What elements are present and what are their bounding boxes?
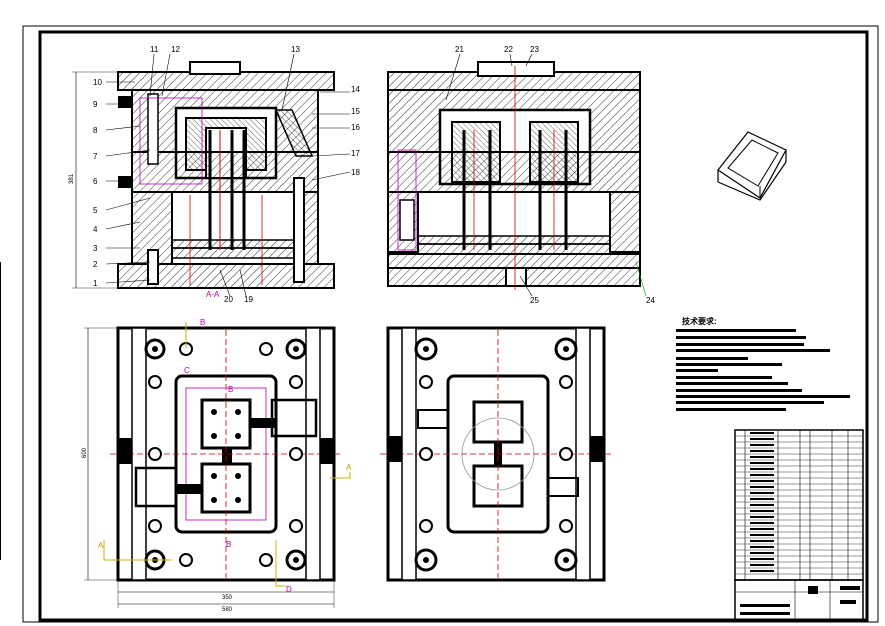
part-label-3: 3 [93, 244, 98, 253]
parts-list-row-mark [750, 498, 774, 500]
section-label-aa: A-A [206, 290, 220, 299]
part-label-15: 15 [351, 107, 360, 116]
parts-list-row-mark [750, 468, 774, 470]
part-label-10: 10 [93, 78, 102, 87]
plan-view-fixed-half [380, 326, 612, 582]
part-label-22: 22 [504, 45, 513, 54]
part-label-1: 1 [93, 279, 98, 288]
part-label-7: 7 [93, 152, 98, 161]
plan-view-moving-half: 600 350 580 A A B B B C D [82, 318, 352, 613]
front-view-part-labels: 10 9 8 7 6 5 4 3 2 1 11 12 13 14 15 16 1… [93, 45, 360, 304]
product-isometric-sketch [717, 131, 787, 201]
sheet-inner-border [38, 30, 869, 622]
technical-requirements-title: 技术要求: [682, 316, 717, 326]
part-label-18: 18 [351, 168, 360, 177]
part-label-16: 16 [351, 123, 360, 132]
part-label-23: 23 [530, 45, 539, 54]
section-marker-b-mid: B [228, 385, 233, 394]
parts-list-row-mark [750, 438, 774, 440]
parts-list-row-mark [750, 504, 774, 506]
section-marker-c: C [184, 366, 190, 375]
part-label-2: 2 [93, 260, 98, 269]
parts-list-row-mark [750, 432, 774, 434]
part-label-5: 5 [93, 206, 98, 215]
part-label-20: 20 [224, 295, 233, 304]
side-section-view [387, 61, 641, 290]
parts-list-row-mark [750, 450, 774, 452]
parts-list-row-mark [750, 492, 774, 494]
parts-list-row-mark [750, 540, 774, 542]
dim-height-left: 381 [69, 173, 75, 184]
part-label-14: 14 [351, 85, 360, 94]
section-marker-b-top: B [200, 318, 205, 327]
part-label-21: 21 [455, 45, 464, 54]
part-label-4: 4 [93, 225, 98, 234]
part-label-11: 11 [150, 45, 159, 54]
sheet-outer-border [22, 25, 879, 623]
parts-list-row-mark [750, 516, 774, 518]
part-label-12: 12 [171, 45, 180, 54]
parts-list-row-mark [750, 552, 774, 554]
parts-list-row-mark [750, 456, 774, 458]
parts-list-row-mark [750, 570, 774, 572]
section-marker-a-right: A [346, 463, 352, 472]
section-marker-d: D [286, 585, 292, 594]
front-section-view: 3 8 1 [69, 61, 335, 289]
technical-requirements: 技术要求: [676, 316, 850, 411]
part-label-17: 17 [351, 149, 360, 158]
parts-list-row-mark [750, 486, 774, 488]
parts-list-row-mark [750, 510, 774, 512]
part-label-6: 6 [93, 177, 98, 186]
parts-list-row-mark [750, 564, 774, 566]
part-label-8: 8 [93, 126, 98, 135]
parts-list-row-mark [750, 444, 774, 446]
part-label-25: 25 [530, 296, 539, 305]
dim-height-plan: 600 [82, 447, 88, 458]
parts-list-row-mark [750, 528, 774, 530]
part-label-9: 9 [93, 100, 98, 109]
part-label-13: 13 [291, 45, 300, 54]
title-block [734, 579, 864, 621]
side-view-part-labels: 21 22 23 24 25 [445, 45, 655, 305]
section-marker-b-bottom: B [226, 540, 231, 549]
parts-list-row-mark [750, 534, 774, 536]
parts-list-row-mark [750, 474, 774, 476]
parts-list-row-mark [750, 480, 774, 482]
part-label-19: 19 [244, 295, 253, 304]
parts-list-row-mark [750, 546, 774, 548]
dim-width-outer: 580 [222, 607, 233, 613]
parts-list-row-mark [750, 558, 774, 560]
parts-list-table [734, 429, 864, 581]
part-label-24: 24 [646, 296, 655, 305]
section-marker-a-left: A [98, 541, 104, 550]
parts-list-row-mark [750, 522, 774, 524]
dim-width-inner: 350 [222, 595, 233, 601]
parts-list-row-mark [750, 462, 774, 464]
